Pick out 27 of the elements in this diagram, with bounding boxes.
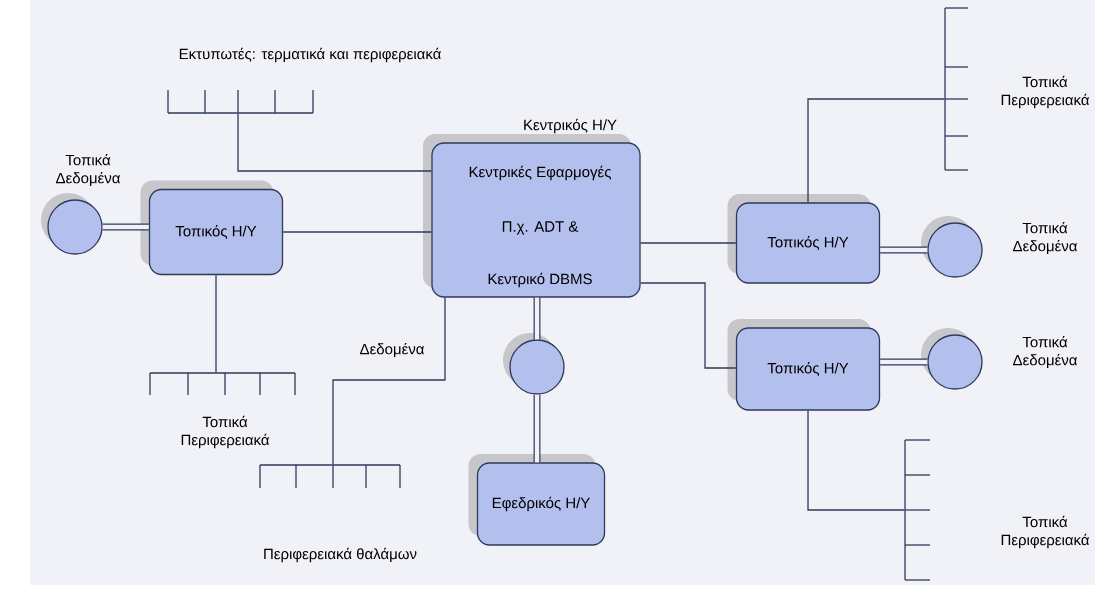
node-label: Τοπικά Περιφερειακά: [1001, 75, 1090, 109]
computer-box: Τοπικός Η/Υ: [727, 319, 881, 411]
node-label: Εκτυπωτές: τερματικά και περιφερειακά: [179, 47, 441, 63]
computer-box: Τοπικός Η/Υ: [140, 180, 284, 276]
connector-line: [640, 282, 737, 369]
computer-box: Εφεδρικός Η/Υ: [468, 454, 606, 546]
connector-line: [332, 297, 446, 465]
connector-line: [282, 231, 432, 233]
disk-symbol: [503, 333, 565, 395]
connector-line: [237, 113, 432, 172]
connector-line: [533, 297, 541, 340]
computer-box: Τοπικός Η/Υ: [727, 194, 881, 284]
connector-line: [102, 223, 149, 231]
node-label: Περιφερειακά θαλάμων: [264, 547, 417, 563]
node-label: Τοπικά Περιφερειακά: [1001, 515, 1090, 549]
connector-line: [640, 242, 737, 244]
connector-line: [807, 410, 905, 511]
node-label: Τοπικά Δεδομένα: [56, 153, 120, 187]
node-label: Τοπικά Δεδομένα: [1013, 335, 1078, 369]
connector-line: [533, 394, 541, 463]
connector-line: [880, 246, 928, 254]
connector-line: [807, 98, 945, 203]
connector-line: [880, 358, 928, 366]
connector-line: [215, 274, 217, 373]
box-text: Κεντρικός Η/Υ: [524, 118, 617, 134]
node-label: Τοπικά Δεδομένα: [1013, 221, 1078, 255]
node-label: Τοπικά Περιφερειακά: [181, 415, 270, 449]
